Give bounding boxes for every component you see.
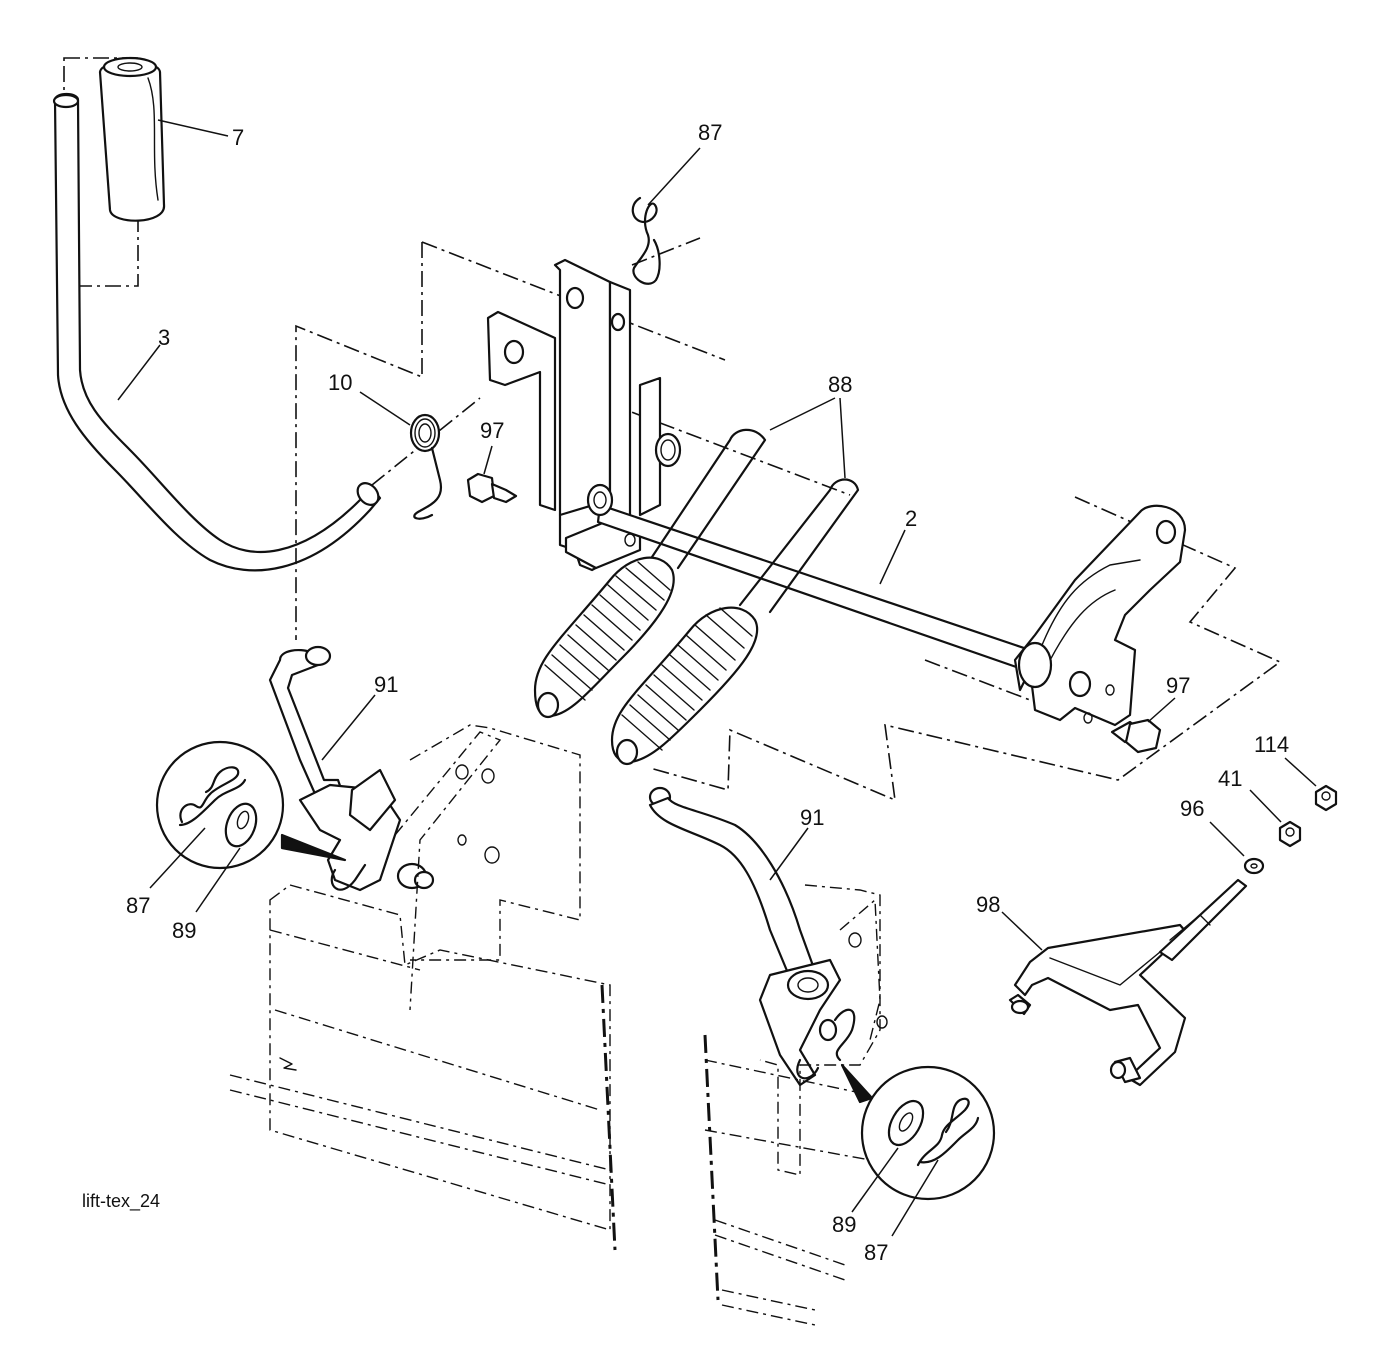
callout-96: 96 xyxy=(1180,796,1204,821)
link-rod-right-part xyxy=(648,786,856,1087)
callout-87-top: 87 xyxy=(698,120,722,145)
bolt-right-part xyxy=(1110,697,1176,754)
hairpin-clip-top-part xyxy=(631,147,701,285)
callout-91-left: 91 xyxy=(374,672,398,697)
deck-hanger-part xyxy=(1001,878,1248,1087)
callout-114: 114 xyxy=(1254,732,1289,757)
shaft-arm-right-part xyxy=(1013,504,1187,727)
callout-7: 7 xyxy=(232,125,244,150)
callout-89-detail-left: 89 xyxy=(172,918,196,943)
lift-lever-part xyxy=(52,57,382,572)
callout-87-detail-right: 87 xyxy=(864,1240,888,1265)
callout-10: 10 xyxy=(328,370,352,395)
callout-41: 41 xyxy=(1218,766,1242,791)
detail-circle-right xyxy=(840,1063,996,1237)
deck-bracket-right-part xyxy=(703,884,888,1326)
callout-97-right: 97 xyxy=(1166,673,1190,698)
handle-grip-part xyxy=(98,56,229,222)
callout-88: 88 xyxy=(828,372,852,397)
callout-98: 98 xyxy=(976,892,1000,917)
link-rod-left-part xyxy=(268,645,435,892)
callout-97-left: 97 xyxy=(480,418,504,443)
callout-3: 3 xyxy=(158,325,170,350)
drawing-id: lift-tex_24 xyxy=(82,1191,160,1212)
hardware-96-41-114 xyxy=(1209,757,1338,875)
deck-bracket-left-part xyxy=(229,724,617,1251)
callout-91-right: 91 xyxy=(800,805,824,830)
detail-circle-left xyxy=(149,740,347,913)
torsion-spring-part xyxy=(359,391,443,520)
bolt-left-part xyxy=(466,445,518,504)
callout-87-detail-left: 87 xyxy=(126,893,150,918)
assist-springs-part xyxy=(533,397,860,766)
callout-2: 2 xyxy=(905,506,917,531)
callout-89-detail-right: 89 xyxy=(832,1212,856,1237)
callout-labels: 7 3 10 87 97 88 2 97 114 41 96 91 91 98 … xyxy=(82,120,1289,1265)
